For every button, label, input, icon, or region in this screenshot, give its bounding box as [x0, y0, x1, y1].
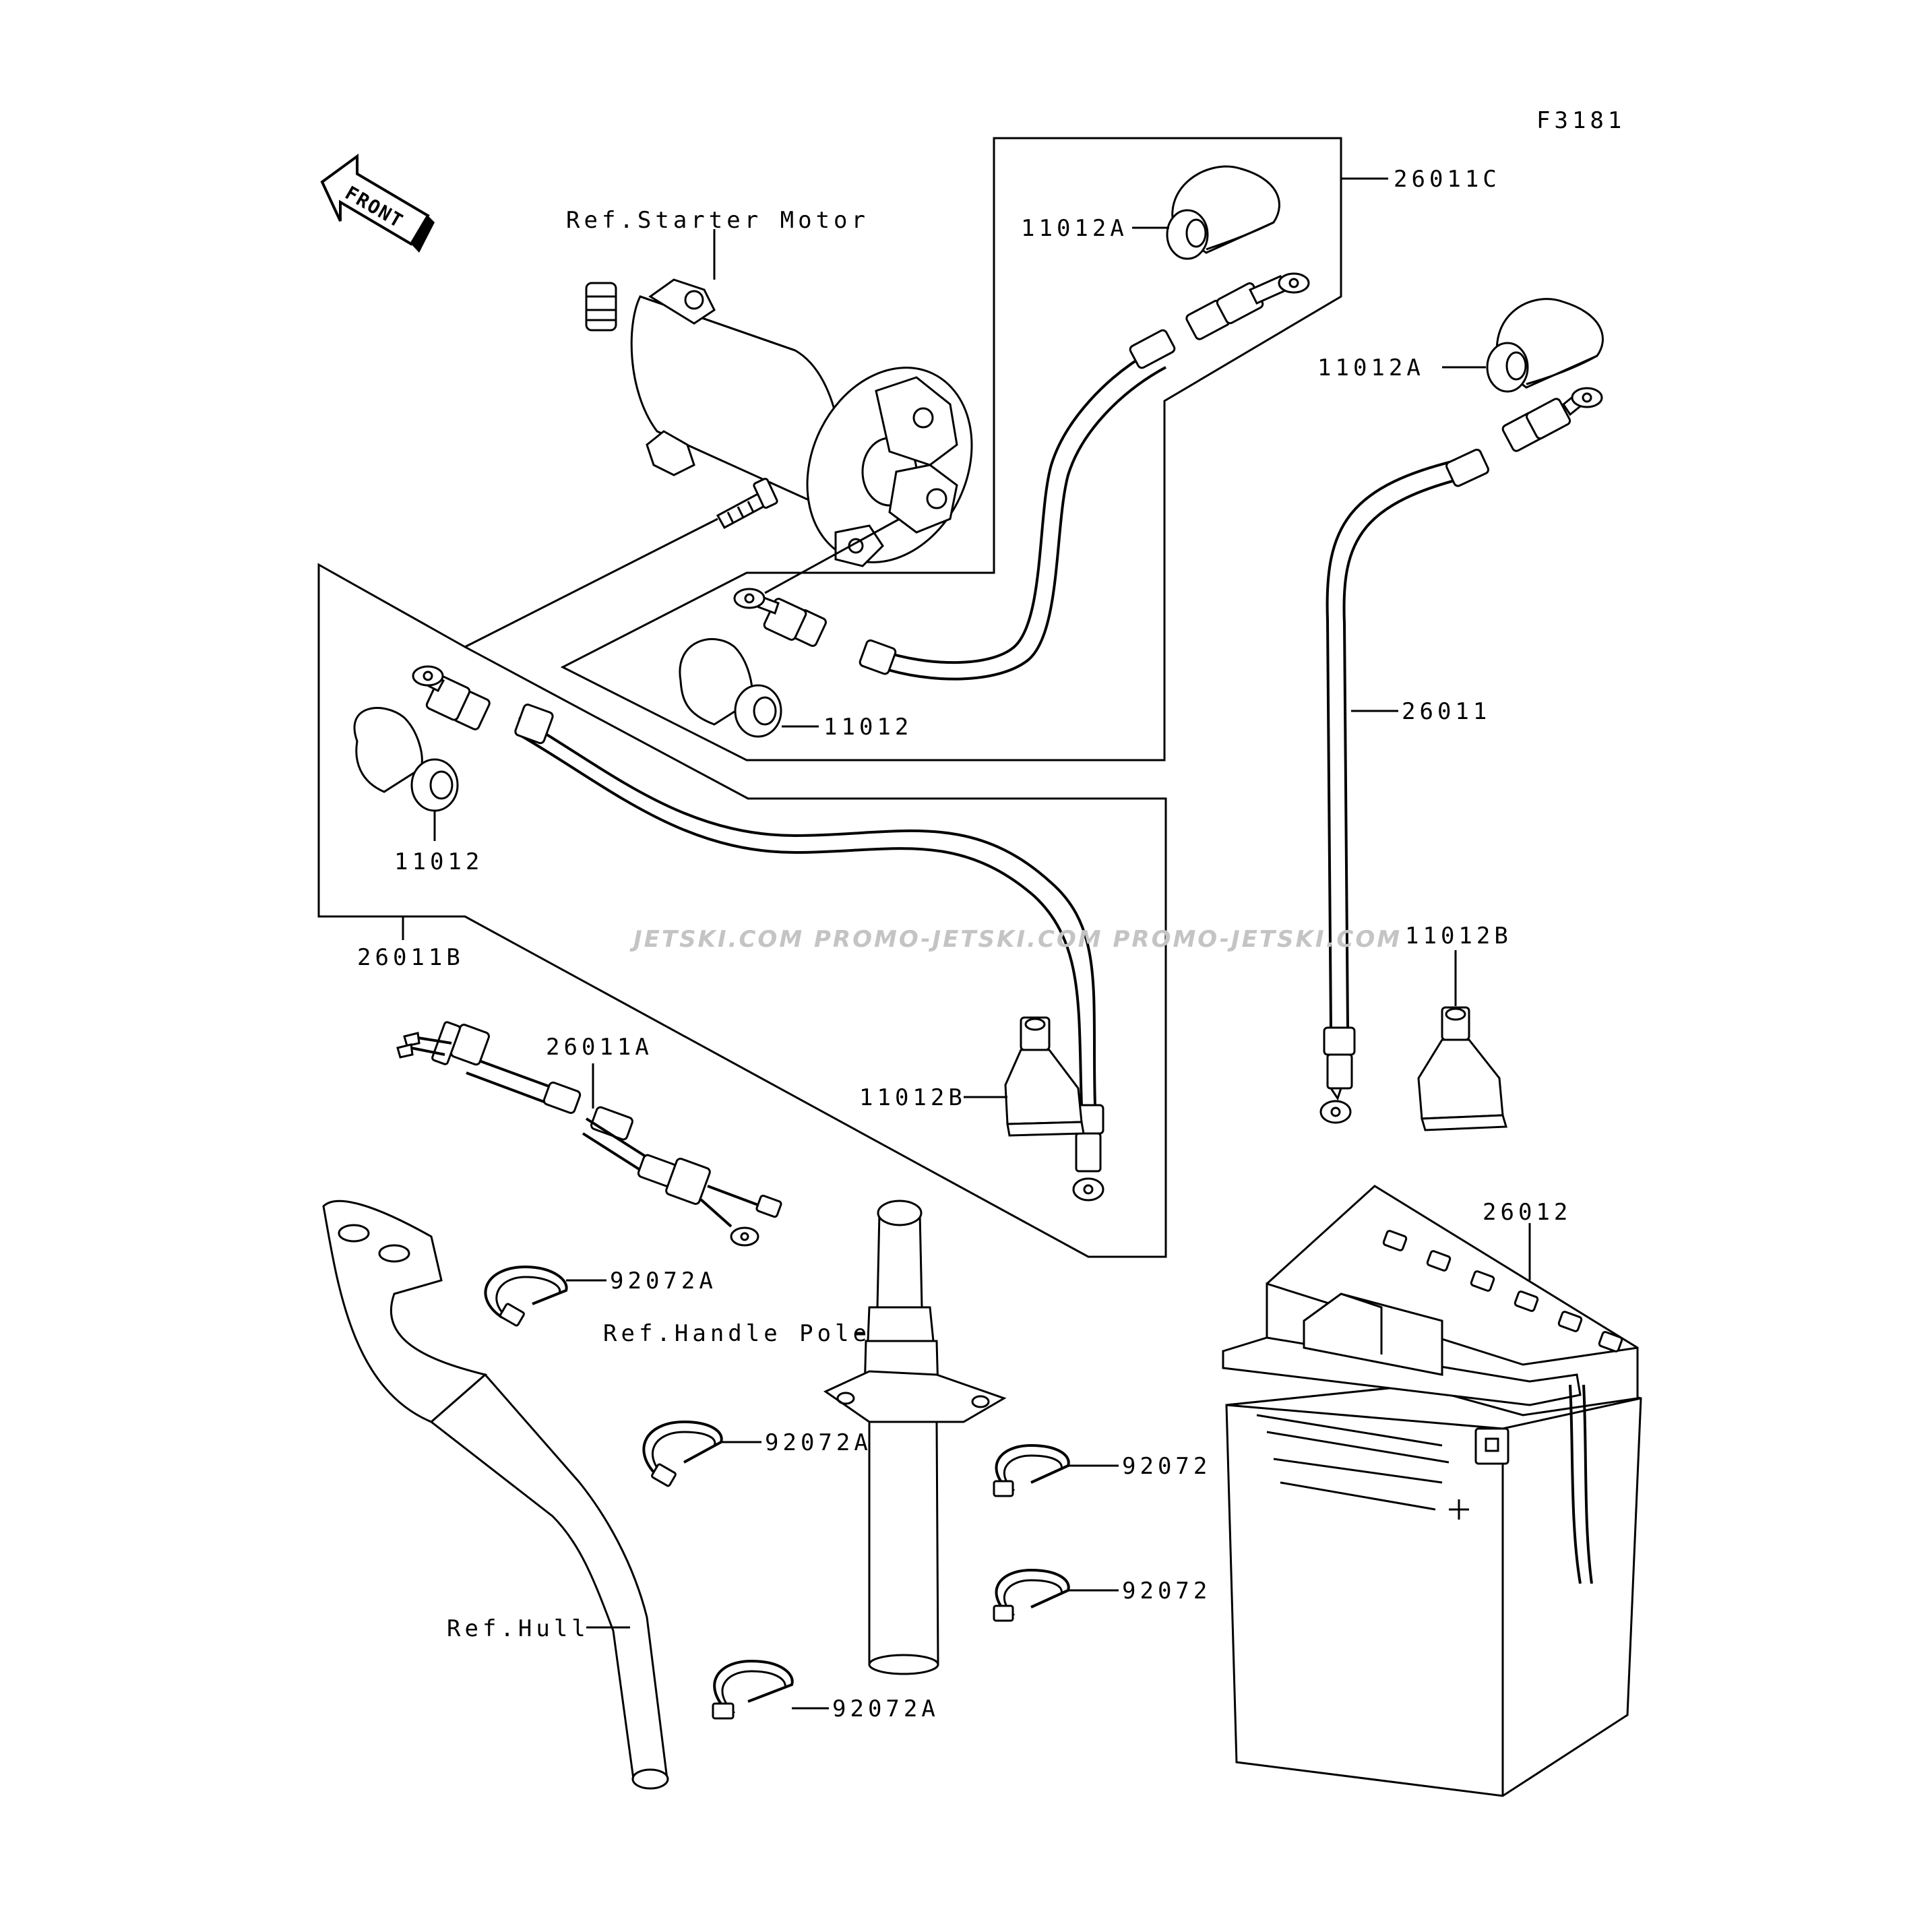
clamp-a2: [642, 1420, 761, 1487]
starter-motor: [585, 229, 973, 567]
figure-code: F3181: [1536, 107, 1625, 134]
battery: [1222, 1185, 1642, 1797]
cap-left-label: 11012: [394, 848, 483, 875]
terminal-boot-right: [1417, 950, 1507, 1131]
clamp-a2-label: 92072A: [765, 1429, 872, 1456]
hull-label: Ref.Hull: [447, 1615, 590, 1642]
clamp-a1: [484, 1265, 606, 1327]
cap-mid-label: 11012: [823, 714, 912, 741]
battery-cable-c: [733, 272, 1310, 681]
cable-b-group-outline: [317, 563, 1167, 1258]
terminal-cap-a-top: [1132, 165, 1280, 260]
clamp-a3: [712, 1659, 829, 1720]
cap-a-right-label: 11012A: [1317, 354, 1425, 381]
battery-label: 26012: [1483, 1199, 1571, 1226]
battery-cable-main: [1319, 387, 1603, 1124]
hull-bracket: [322, 1199, 669, 1790]
cable-main-label: 26011: [1402, 698, 1491, 725]
clamp-2: [993, 1568, 1119, 1622]
terminal-cap-mid: [679, 637, 819, 738]
terminal-cap-a-right: [1442, 298, 1604, 393]
boot-mid-label: 11012B: [859, 1084, 966, 1111]
watermark: JETSKI.COM PROMO-JETSKI.COM PROMO-JETSKI…: [629, 926, 1402, 953]
cap-a-top-label: 11012A: [1021, 215, 1128, 242]
harness-label: 26011A: [546, 1034, 653, 1061]
clamp-2-label: 92072: [1122, 1578, 1211, 1604]
clamp-a3-label: 92072A: [832, 1695, 939, 1722]
clamp-a1-label: 92072A: [610, 1268, 717, 1295]
handle-pole: [823, 1199, 1007, 1675]
battery-cable-b: [412, 665, 1104, 1202]
clamp-1: [993, 1443, 1119, 1497]
front-arrow-icon: FRONT: [320, 154, 435, 253]
cable-c-label: 26011C: [1394, 166, 1501, 193]
clamp-1-label: 92072: [1122, 1453, 1211, 1480]
wire-harness: [396, 1021, 782, 1247]
battery-vent-caps: [1382, 1230, 1623, 1352]
cable-c-group-outline: [560, 137, 1342, 761]
terminal-boot-mid: [964, 1016, 1085, 1137]
handle-pole-label: Ref.Handle Pole: [603, 1320, 871, 1347]
cable-b-label: 26011B: [357, 944, 464, 971]
terminal-cap-left: [353, 707, 459, 841]
boot-right-label: 11012B: [1405, 923, 1512, 949]
starter-motor-label: Ref.Starter Motor: [566, 207, 869, 234]
